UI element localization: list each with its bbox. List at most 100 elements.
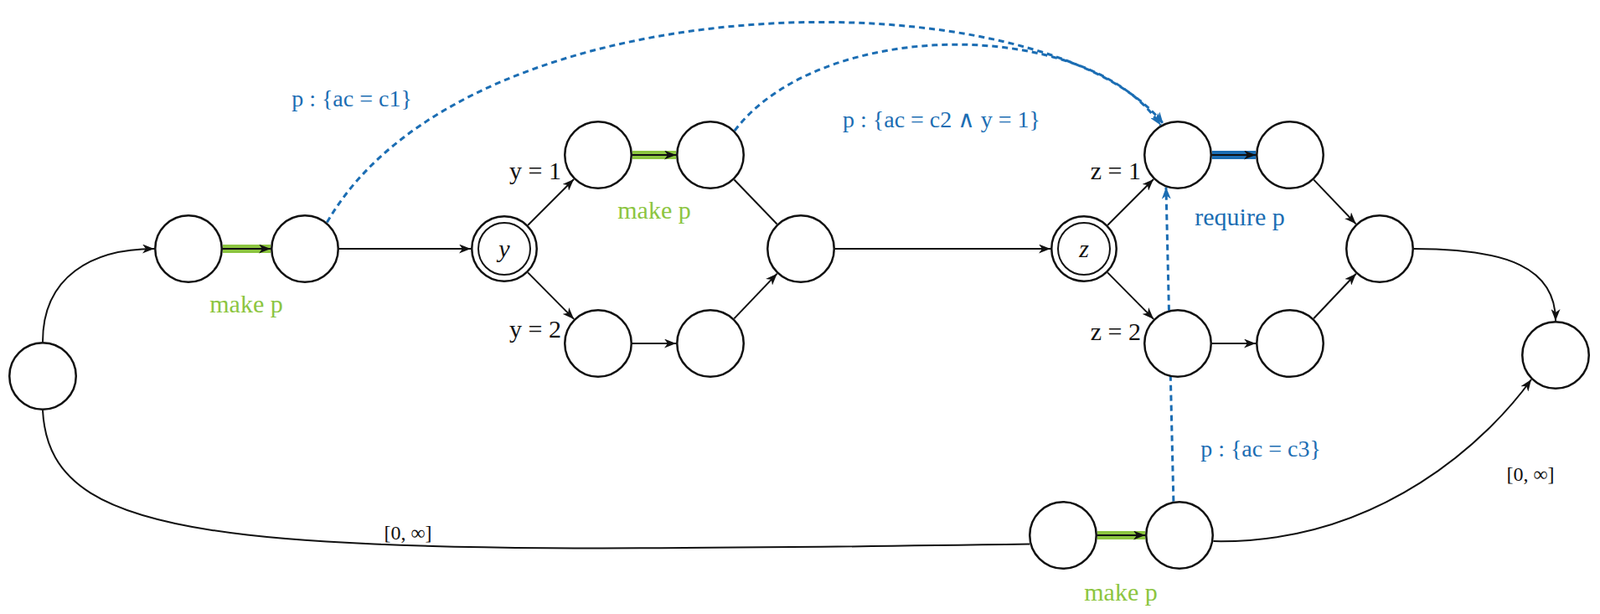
circle-shape	[1051, 216, 1117, 282]
circle-shape	[1029, 501, 1097, 569]
circle-outline	[766, 214, 836, 284]
transition-edge	[1313, 273, 1357, 319]
circle-shape	[154, 215, 222, 283]
connector-line	[527, 272, 574, 319]
circle-outline	[1028, 500, 1098, 570]
circle-shape	[1346, 215, 1414, 283]
edge-label: [0, ∞]	[381, 521, 434, 544]
connector-line	[1414, 248, 1556, 321]
state-circle	[1521, 320, 1590, 390]
state-circle	[676, 309, 745, 378]
require-bar	[1212, 150, 1256, 160]
circle-shape	[1144, 309, 1212, 377]
state-circle: z = 1	[1143, 120, 1213, 190]
connector-line	[835, 247, 1051, 250]
circle-outline	[676, 309, 745, 378]
state-circle: z = 2	[1143, 309, 1213, 378]
circle-outline	[676, 120, 745, 190]
edge-label: make p	[1081, 578, 1160, 606]
connector-line	[1107, 272, 1154, 319]
transition-edge	[42, 410, 1030, 548]
precondition-label: p : {ac = c3}	[1197, 436, 1324, 463]
decision-circle: y	[470, 215, 538, 283]
circle-shape	[676, 309, 744, 377]
decision-variable: z	[1078, 236, 1090, 262]
circle-shape	[676, 121, 744, 189]
connector-line	[222, 247, 271, 250]
circle-outline	[1255, 309, 1325, 378]
circle-outline	[1255, 120, 1325, 190]
transition-edge	[733, 273, 777, 320]
inner-ring	[478, 222, 531, 275]
transition-edge	[1313, 180, 1356, 225]
connector-line	[42, 410, 1030, 548]
transition-edge	[1107, 272, 1154, 319]
precondition-label: p : {ac = c2 ∧ y = 1}	[840, 107, 1043, 134]
make-bar	[632, 150, 677, 160]
transition-edge	[632, 343, 677, 345]
precondition-label: p : {ac = c1}	[289, 86, 415, 113]
connector-line	[527, 179, 574, 226]
connector-line	[733, 180, 777, 225]
connector-line	[1097, 534, 1146, 537]
transition-edge	[1414, 248, 1556, 321]
transition-edge	[527, 272, 574, 319]
circle-shape	[564, 309, 632, 377]
state-circle	[1345, 214, 1415, 284]
circle-outline	[563, 120, 633, 190]
state-circle	[766, 214, 836, 284]
make-bar	[1097, 531, 1146, 540]
state-circle	[154, 214, 223, 284]
transition-edge	[222, 248, 271, 250]
decision-circle: z	[1050, 215, 1118, 283]
edge-label: make p	[614, 196, 693, 224]
circle-outline	[1345, 214, 1415, 284]
circle-shape	[1256, 309, 1324, 377]
circle-shape	[471, 216, 537, 282]
branch-condition: z = 1	[1090, 156, 1141, 185]
circle-shape	[564, 121, 632, 189]
transition-edge	[42, 248, 155, 342]
connector-line	[1212, 154, 1256, 156]
transition-edge	[1107, 179, 1154, 226]
state-circle: y = 2	[563, 309, 633, 378]
state-circle	[1028, 500, 1098, 570]
connector-line	[632, 342, 677, 345]
circle-outline	[8, 341, 78, 411]
edge-label: [0, ∞]	[1503, 463, 1557, 486]
transition-edge	[835, 248, 1051, 250]
state-circle	[1255, 309, 1325, 378]
state-circle	[8, 341, 78, 411]
decision-variable: y	[498, 236, 510, 262]
circle-shape	[767, 215, 835, 283]
circle-shape	[1256, 121, 1324, 189]
state-circle	[1255, 120, 1325, 190]
connector-line	[339, 247, 471, 250]
state-circle	[1145, 500, 1214, 570]
circle-shape	[1144, 121, 1212, 189]
connector-line	[42, 248, 155, 342]
circle-shape	[9, 342, 77, 410]
circle-outline	[154, 214, 223, 284]
transition-edge	[1212, 154, 1256, 156]
circle-shape	[271, 215, 339, 283]
connector-line	[733, 273, 777, 320]
state-circle	[270, 214, 340, 284]
connector-line	[1313, 180, 1356, 225]
circle-shape	[1522, 321, 1590, 389]
connector-line	[632, 154, 677, 156]
branch-condition: y = 1	[509, 156, 562, 185]
transition-edge	[632, 154, 677, 156]
state-circle	[676, 120, 745, 190]
circle-shape	[1145, 501, 1213, 569]
transition-edge	[1212, 343, 1256, 345]
edge-label: require p	[1192, 202, 1287, 231]
edge-label: make p	[206, 289, 285, 318]
circle-outline	[270, 214, 340, 284]
branch-condition: y = 2	[509, 314, 562, 343]
circle-outline	[1143, 120, 1213, 190]
circle-outline	[1145, 500, 1214, 570]
connector-line	[1212, 342, 1256, 345]
connector-line	[326, 21, 1163, 222]
